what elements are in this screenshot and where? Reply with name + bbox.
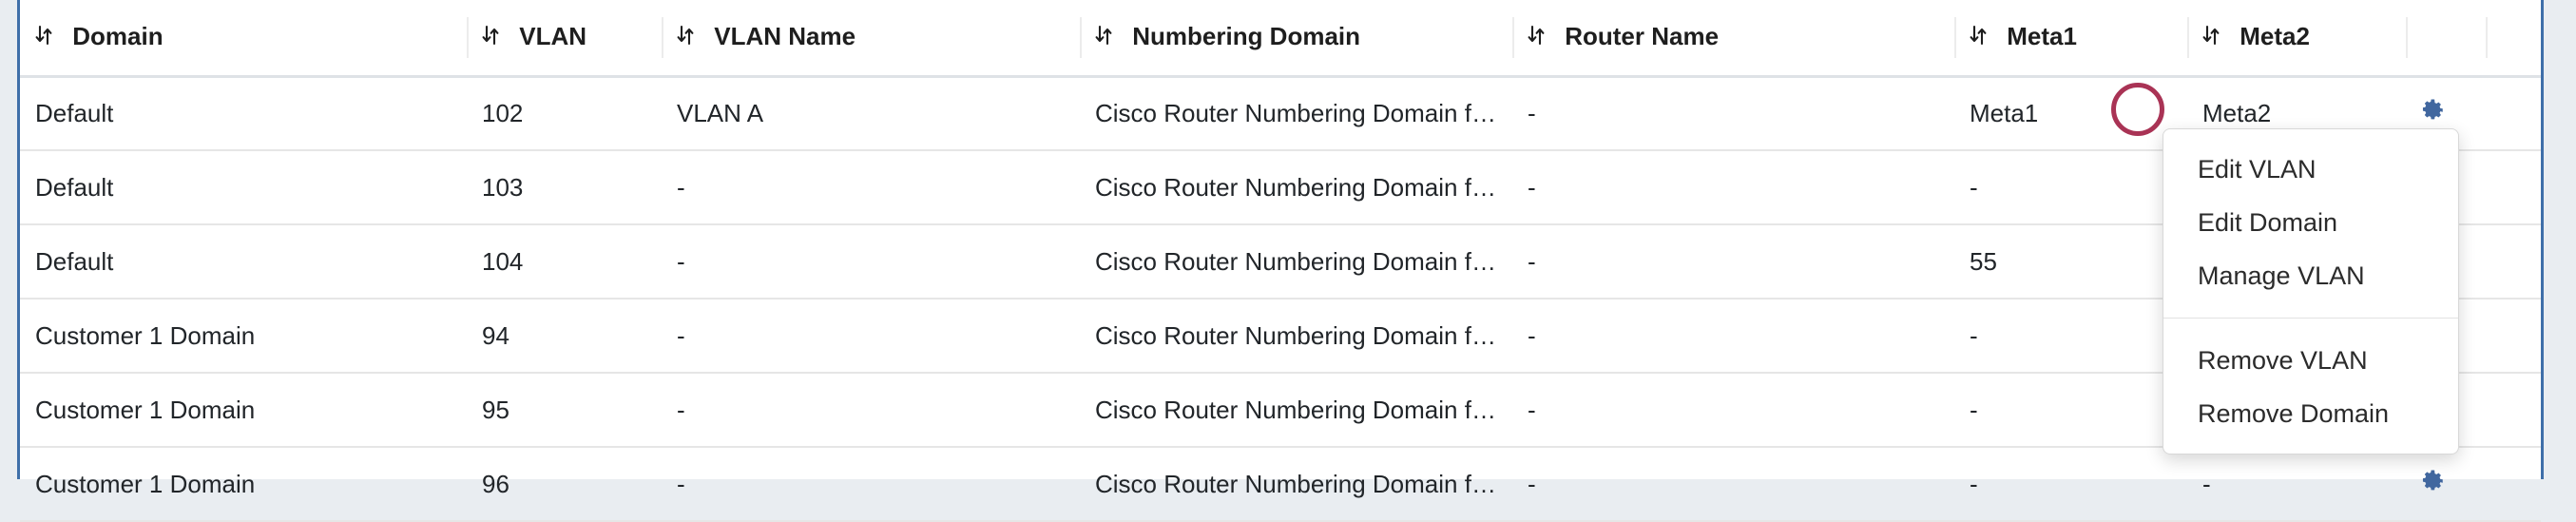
cell-router-name: - [1512, 373, 1954, 448]
menu-item-manage-vlan[interactable]: Manage VLAN [2198, 261, 2365, 290]
column-header-router-name-label: Router Name [1565, 21, 1720, 50]
table-header-row: Domain VLAN [20, 0, 2541, 78]
cell-numbering-domain: Cisco Router Numbering Domain for … [1080, 299, 1512, 374]
gear-icon[interactable] [2421, 98, 2446, 123]
cell-vlan-name: - [662, 373, 1080, 448]
table-header: Domain VLAN [20, 0, 2541, 78]
cell-domain: Customer 1 Domain [20, 447, 467, 522]
column-header-domain[interactable]: Domain [20, 0, 467, 78]
column-header-meta1-label: Meta1 [2007, 21, 2077, 50]
column-header-numbering-domain[interactable]: Numbering Domain [1080, 0, 1512, 78]
cell-vlan: 103 [467, 150, 662, 225]
cell-router-name: - [1512, 150, 1954, 225]
menu-item-remove-domain[interactable]: Remove Domain [2198, 399, 2390, 428]
cell-vlan-name: - [662, 224, 1080, 300]
column-header-router-name[interactable]: Router Name [1512, 0, 1954, 78]
menu-item-edit-vlan[interactable]: Edit VLAN [2198, 155, 2316, 184]
cell-numbering-domain: Cisco Router Numbering Domain for … [1080, 373, 1512, 448]
column-header-meta1[interactable]: Meta1 [1954, 0, 2187, 78]
cell-numbering-domain: Cisco Router Numbering Domain for … [1080, 447, 1512, 522]
cell-domain: Default [20, 150, 467, 225]
menu-item-edit-domain[interactable]: Edit Domain [2198, 208, 2338, 237]
vlan-table-panel: Domain VLAN [20, 0, 2541, 522]
column-header-meta2[interactable]: Meta2 [2187, 0, 2406, 78]
column-header-vlan[interactable]: VLAN [467, 0, 662, 78]
cell-vlan-name: - [662, 299, 1080, 374]
left-accent-rail [17, 0, 20, 479]
cell-vlan: 94 [467, 299, 662, 374]
cell-meta1: - [1954, 299, 2187, 374]
cell-meta2: - [2187, 447, 2406, 522]
menu-divider [2163, 318, 2458, 319]
cell-vlan: 96 [467, 447, 662, 522]
cell-meta1: - [1954, 373, 2187, 448]
sort-updown-icon[interactable] [1095, 24, 1116, 53]
vlan-table: Domain VLAN [20, 0, 2541, 522]
table-row[interactable]: Customer 1 Domain 94 - Cisco Router Numb… [20, 299, 2541, 374]
table-row[interactable]: Customer 1 Domain 95 - Cisco Router Numb… [20, 373, 2541, 448]
cell-domain: Customer 1 Domain [20, 373, 467, 448]
cell-meta1: - [1954, 447, 2187, 522]
column-header-vlan-label: VLAN [519, 21, 587, 50]
cell-vlan: 95 [467, 373, 662, 448]
cell-router-name: - [1512, 447, 1954, 522]
cell-router-name: - [1512, 299, 1954, 374]
column-header-vlan-name[interactable]: VLAN Name [662, 0, 1080, 78]
gear-icon[interactable] [2421, 469, 2446, 493]
sort-updown-icon[interactable] [1528, 24, 1548, 53]
cell-vlan: 102 [467, 76, 662, 151]
cell-domain: Default [20, 224, 467, 300]
right-accent-rail [2541, 0, 2544, 479]
sort-updown-icon[interactable] [2202, 24, 2223, 53]
column-header-domain-label: Domain [72, 21, 163, 50]
column-header-numbering-domain-label: Numbering Domain [1132, 21, 1361, 50]
cell-meta1: 55 [1954, 224, 2187, 300]
sort-updown-icon[interactable] [482, 24, 503, 53]
cell-meta1: - [1954, 150, 2187, 225]
row-action-context-menu[interactable]: Edit VLAN Edit Domain Manage VLAN Remove… [2163, 128, 2459, 454]
cell-router-name: - [1512, 76, 1954, 151]
sort-updown-icon[interactable] [35, 24, 56, 53]
cell-vlan-name: - [662, 447, 1080, 522]
cell-router-name: - [1512, 224, 1954, 300]
sort-updown-icon[interactable] [1970, 24, 1990, 53]
cell-domain: Customer 1 Domain [20, 299, 467, 374]
cell-domain: Default [20, 76, 467, 151]
cell-actions[interactable] [2406, 447, 2541, 522]
cell-vlan: 104 [467, 224, 662, 300]
table-row[interactable]: Default 104 - Cisco Router Numbering Dom… [20, 224, 2541, 300]
cell-numbering-domain: Cisco Router Numbering Domain for … [1080, 76, 1512, 151]
column-header-meta2-label: Meta2 [2240, 21, 2310, 50]
menu-item-remove-vlan[interactable]: Remove VLAN [2198, 346, 2368, 375]
cell-numbering-domain: Cisco Router Numbering Domain for … [1080, 224, 1512, 300]
cell-numbering-domain: Cisco Router Numbering Domain for … [1080, 150, 1512, 225]
cell-vlan-name: - [662, 150, 1080, 225]
table-body: Default 102 VLAN A Cisco Router Numberin… [20, 76, 2541, 522]
sort-updown-icon[interactable] [677, 24, 698, 53]
vlan-management-screen: Domain VLAN [17, 0, 2544, 522]
table-row[interactable]: Customer 1 Domain 96 - Cisco Router Numb… [20, 447, 2541, 522]
column-header-vlan-name-label: VLAN Name [714, 21, 856, 50]
cell-meta1: Meta1 [1954, 76, 2187, 151]
column-header-actions [2406, 0, 2541, 78]
cell-vlan-name: VLAN A [662, 76, 1080, 151]
